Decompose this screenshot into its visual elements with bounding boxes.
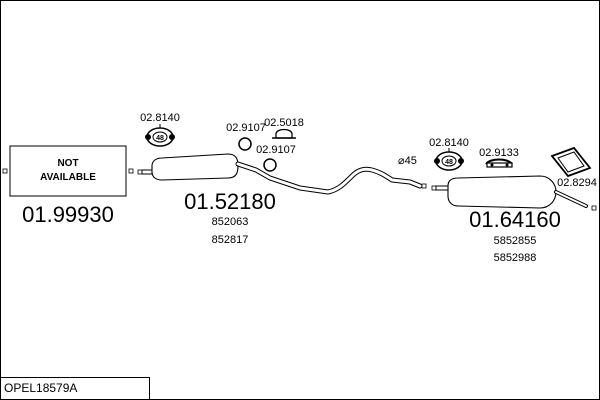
oe-ref-rear-1: 5852855 bbox=[494, 235, 537, 247]
clamp-c[interactable]: 02.9107 bbox=[256, 144, 296, 172]
part-middle-silencer[interactable]: 01.52180 852063 852817 bbox=[137, 153, 427, 246]
rear-inlet-pipe bbox=[435, 185, 449, 191]
model-code-box: OPEL18579A bbox=[0, 377, 150, 399]
connector-rear-right bbox=[591, 205, 597, 211]
connector-mid-right bbox=[421, 183, 427, 189]
part-number-rear-silencer: 01.64160 bbox=[469, 207, 561, 232]
pipe-diameter-note: ⌀45 bbox=[398, 155, 417, 167]
rear-silencer-body bbox=[447, 175, 557, 209]
clamp-a[interactable]: 02.9107 bbox=[226, 122, 266, 151]
mount-base bbox=[486, 162, 513, 168]
rear-ring-size: 48 bbox=[445, 159, 453, 166]
clamp-a-code: 02.9107 bbox=[226, 122, 266, 134]
part-number-middle-silencer: 01.52180 bbox=[184, 189, 276, 214]
model-code: OPEL18579A bbox=[4, 381, 78, 395]
connector-left bbox=[2, 168, 8, 174]
clamp-b[interactable]: 02.5018 bbox=[264, 117, 304, 139]
hanger-bracket-icon bbox=[550, 146, 592, 178]
front-ring-size: 48 bbox=[156, 135, 164, 142]
part-front-pipe[interactable]: NOT AVAILABLE 01.99930 bbox=[2, 145, 134, 227]
ring-lug-right bbox=[458, 158, 464, 164]
hanger-code: 02.8294 bbox=[557, 177, 597, 189]
middle-silencer-body bbox=[151, 153, 239, 181]
hanger-bracket-inner bbox=[557, 151, 585, 173]
tailpipe-inner bbox=[555, 191, 587, 207]
ring-lug-left bbox=[434, 158, 440, 164]
connector-rear-left bbox=[431, 185, 437, 191]
connector-mid-left bbox=[137, 169, 143, 175]
part-rear-silencer[interactable]: 01.64160 5852855 5852988 bbox=[431, 175, 597, 264]
oe-ref-rear-2: 5852988 bbox=[494, 252, 537, 264]
connector-right bbox=[128, 168, 134, 174]
rubber-ring-inner bbox=[152, 131, 168, 143]
clamp-c-code: 02.9107 bbox=[256, 144, 296, 156]
ring-lug-left bbox=[145, 134, 151, 140]
rubber-mount[interactable]: 02.9133 bbox=[479, 147, 519, 168]
rubber-ring-inner bbox=[441, 155, 457, 167]
u-clamp-icon bbox=[275, 128, 293, 139]
clamp-ring-icon bbox=[238, 137, 252, 151]
rear-mounting-ring[interactable]: 02.8140 48 bbox=[429, 137, 469, 171]
front-mounting-ring[interactable]: 02.8140 48 bbox=[140, 112, 180, 147]
ring-lug-right bbox=[169, 134, 175, 140]
rear-hanger[interactable]: 02.8294 bbox=[550, 146, 597, 189]
inlet-pipe bbox=[141, 169, 153, 175]
not-available-line2: AVAILABLE bbox=[40, 172, 96, 183]
not-available-box bbox=[9, 145, 127, 197]
clamp-b-code: 02.5018 bbox=[264, 117, 304, 129]
mount-bolt-right bbox=[505, 163, 509, 167]
mount-bolt-left bbox=[490, 163, 494, 167]
front-ring-code: 02.8140 bbox=[140, 112, 180, 124]
oe-ref-middle-1: 852063 bbox=[212, 216, 249, 228]
rear-ring-code: 02.8140 bbox=[429, 137, 469, 149]
part-number-front-pipe: 01.99930 bbox=[22, 202, 114, 227]
oe-ref-middle-2: 852817 bbox=[212, 234, 249, 246]
clamp-ring-icon bbox=[263, 158, 277, 172]
mount-code: 02.9133 bbox=[479, 147, 519, 159]
not-available-line1: NOT bbox=[57, 158, 78, 169]
connecting-pipe-inner bbox=[236, 162, 422, 194]
